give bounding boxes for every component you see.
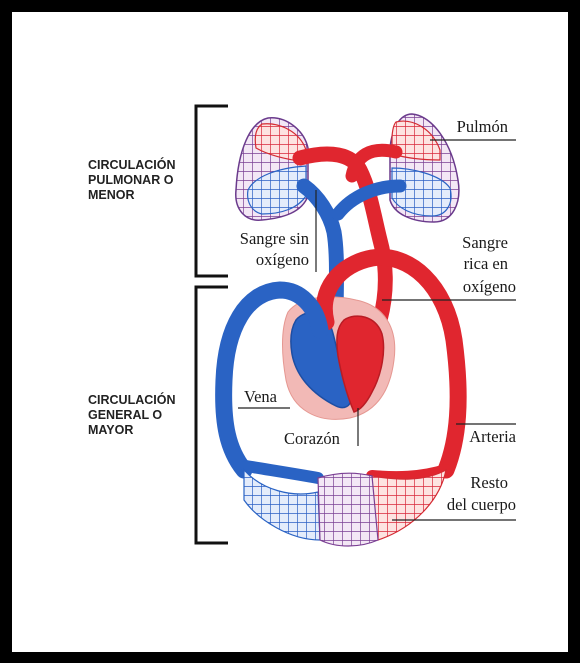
label-artery: Arteria (469, 427, 516, 446)
pulmonary-veins (300, 150, 396, 320)
body-capillaries (244, 470, 446, 546)
section-pulmonary-line1: CIRCULACIÓN (88, 158, 176, 173)
label-body-line1: Resto (470, 473, 508, 492)
label-oxygenated-line3: oxígeno (463, 277, 516, 296)
label-oxygenated-line1: Sangre (462, 233, 508, 252)
section-pulmonary-line3: MENOR (88, 188, 176, 203)
section-systemic-line2: GENERAL O (88, 408, 176, 423)
label-lung: Pulmón (457, 117, 508, 136)
section-pulmonary: CIRCULACIÓN PULMONAR O MENOR (88, 158, 176, 203)
label-deoxygenated-line2: oxígeno (256, 250, 309, 269)
label-vein: Vena (244, 387, 278, 406)
label-heart: Corazón (284, 429, 340, 448)
section-systemic-line3: MAYOR (88, 423, 176, 438)
section-systemic: CIRCULACIÓN GENERAL O MAYOR (88, 393, 176, 438)
section-pulmonary-line2: PULMONAR O (88, 173, 176, 188)
label-oxygenated-line2: rica en (464, 254, 508, 273)
right-lung (390, 114, 459, 222)
label-deoxygenated-line1: Sangre sin (240, 229, 309, 248)
section-systemic-line1: CIRCULACIÓN (88, 393, 176, 408)
label-body-line2: del cuerpo (447, 495, 516, 514)
left-lung (236, 118, 308, 220)
pulmonary-bracket (196, 106, 228, 276)
